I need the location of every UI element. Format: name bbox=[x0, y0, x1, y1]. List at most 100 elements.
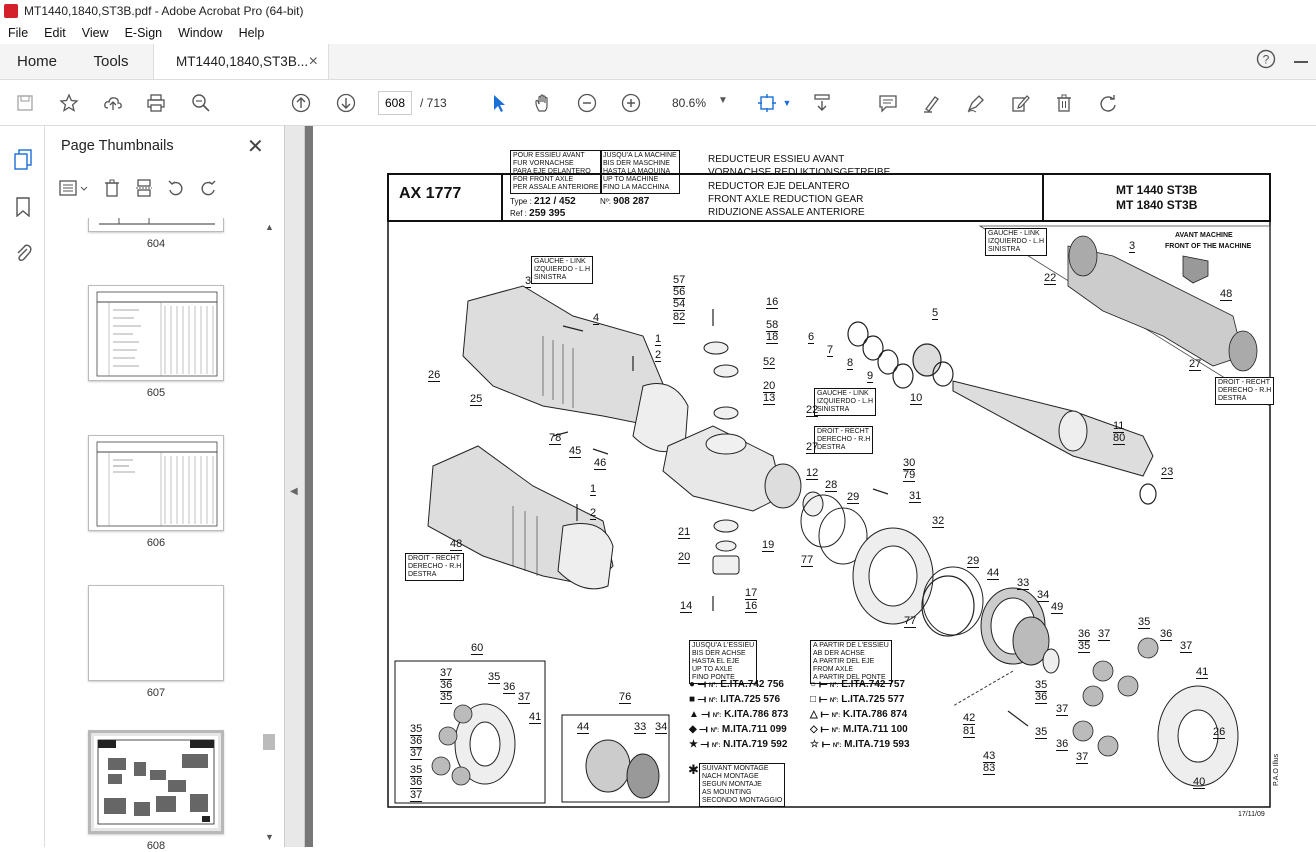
thumbnail-607[interactable]: 607 bbox=[88, 585, 224, 699]
part-callout-21: 21 bbox=[678, 526, 691, 539]
print-icon[interactable] bbox=[145, 92, 167, 114]
thumbnail-options-icon[interactable] bbox=[59, 179, 89, 202]
label-line: DROIT - RECHT bbox=[1218, 379, 1270, 386]
part-callout-29: 29 bbox=[847, 491, 860, 504]
mounting-line: NACH MONTAGE bbox=[702, 773, 759, 780]
left-side-label: GAUCHE - LINK IZQUIERDO - L.H SINISTRA bbox=[814, 388, 877, 416]
zoom-in-icon[interactable] bbox=[620, 92, 642, 114]
page-thumbnails-icon[interactable] bbox=[12, 148, 34, 170]
collapse-arrow-icon[interactable]: ◀ bbox=[290, 486, 298, 497]
label-line: GAUCHE - LINK bbox=[534, 258, 586, 265]
highlight-pen-icon[interactable] bbox=[921, 92, 943, 114]
close-icon[interactable]: × bbox=[308, 52, 318, 70]
document-viewer[interactable]: AX 1777 POUR ESSIEU AVANT FUR VORNACHSE … bbox=[305, 126, 1316, 847]
close-panel-icon[interactable]: ✕ bbox=[247, 136, 264, 158]
fit-page-icon[interactable] bbox=[756, 92, 778, 114]
scroll-up-icon[interactable]: ▲ bbox=[265, 222, 274, 232]
previous-page-icon[interactable] bbox=[290, 92, 312, 114]
scroll-down-icon[interactable]: ▼ bbox=[265, 832, 274, 842]
zoom-level[interactable]: 80.6% bbox=[672, 96, 707, 110]
serial-value: L.ITA.725 577 bbox=[841, 694, 905, 705]
tab-home[interactable]: Home bbox=[16, 53, 57, 70]
mounting-line: SECONDO MONTAGGIO bbox=[702, 797, 783, 804]
part-title: REDUCTEUR ESSIEU AVANT VORNACHSE REDUKTI… bbox=[708, 153, 890, 219]
until-machine-line: BIS DER MASCHINE bbox=[603, 160, 670, 167]
serial-value: I.ITA.725 576 bbox=[720, 694, 781, 705]
zoom-out-icon[interactable] bbox=[576, 92, 598, 114]
sign-pen-icon[interactable] bbox=[965, 92, 987, 114]
hand-tool-icon[interactable] bbox=[532, 92, 554, 114]
scroll-mode-icon[interactable] bbox=[811, 92, 833, 114]
rotate-clockwise-icon[interactable] bbox=[199, 179, 217, 202]
thumbnail-label: 608 bbox=[146, 840, 166, 852]
menu-window[interactable]: Window bbox=[178, 26, 223, 40]
zoom-search-icon[interactable] bbox=[190, 92, 212, 114]
part-title-line: REDUCTOR EJE DELANTERO bbox=[708, 180, 850, 192]
star-icon[interactable] bbox=[58, 92, 80, 114]
mounting-note-box: SUIVANT MONTAGE NACH MONTAGE SEGUN MONTA… bbox=[699, 763, 786, 807]
serial-value: E.ITA.742 756 bbox=[720, 679, 784, 690]
thumbnail-606[interactable]: 606 bbox=[88, 435, 224, 549]
comment-icon[interactable] bbox=[877, 92, 899, 114]
delete-page-icon[interactable] bbox=[103, 178, 121, 203]
serial-value: M.ITA.711 100 bbox=[842, 724, 908, 735]
label-line: SINISTRA bbox=[988, 246, 1021, 253]
part-callout-77: 77 bbox=[904, 615, 917, 628]
attachment-icon[interactable] bbox=[12, 241, 34, 263]
part-callout-81: 81 bbox=[963, 725, 976, 738]
from-axle-line: A PARTIR DEL EJE bbox=[813, 658, 875, 665]
part-callout-36: 36 bbox=[410, 776, 423, 789]
part-callout-22: 22 bbox=[806, 404, 819, 417]
tab-tools[interactable]: Tools bbox=[93, 53, 129, 70]
panel-collapse-strip[interactable]: ◀ bbox=[285, 126, 305, 847]
part-title-line: RIDUZIONE ASSALE ANTERIORE bbox=[708, 207, 865, 219]
select-cursor-icon[interactable] bbox=[488, 92, 510, 114]
part-callout-37: 37 bbox=[410, 789, 423, 802]
redo-icon[interactable] bbox=[1097, 92, 1119, 114]
document-code: AX 1777 bbox=[399, 185, 462, 202]
edit-pdf-icon[interactable] bbox=[1009, 92, 1031, 114]
delete-icon[interactable] bbox=[1053, 92, 1075, 114]
until-machine-line: JUSQU'A LA MACHINE bbox=[603, 152, 677, 159]
label-line: SINISTRA bbox=[817, 406, 850, 413]
label-line: IZQUIERDO - L.H bbox=[817, 398, 874, 405]
minimize-icon[interactable] bbox=[1294, 60, 1308, 63]
part-callout-7: 7 bbox=[827, 344, 834, 357]
page-number-input[interactable]: 608 bbox=[378, 91, 412, 115]
part-callout-36: 36 bbox=[1078, 628, 1091, 641]
type-row: Type : 212 / 452 bbox=[510, 196, 576, 207]
upload-cloud-icon[interactable] bbox=[102, 92, 124, 114]
menu-edit[interactable]: Edit bbox=[44, 26, 66, 40]
toolbar: 608 / 713 80.6% ▼ ▼ bbox=[0, 80, 1316, 126]
next-page-icon[interactable] bbox=[335, 92, 357, 114]
menu-view[interactable]: View bbox=[81, 26, 109, 40]
help-icon[interactable]: ? bbox=[1256, 49, 1276, 74]
thumbnail-604[interactable]: 604 bbox=[88, 218, 224, 250]
until-machine-box: JUSQU'A LA MACHINE BIS DER MASCHINE HAST… bbox=[600, 150, 680, 194]
save-icon[interactable] bbox=[14, 92, 36, 114]
menu-file[interactable]: File bbox=[8, 26, 29, 40]
menu-esign[interactable]: E-Sign bbox=[124, 26, 163, 40]
menu-help[interactable]: Help bbox=[238, 26, 265, 40]
applies-to-line: FOR FRONT AXLE bbox=[513, 176, 574, 183]
part-callout-35: 35 bbox=[1035, 726, 1048, 739]
extract-pages-icon[interactable] bbox=[135, 178, 153, 203]
scrollbar-thumb[interactable] bbox=[263, 734, 275, 750]
thumbnail-608-selected[interactable]: 608 bbox=[88, 730, 224, 852]
applies-to-box: POUR ESSIEU AVANT FUR VORNACHSE PARA EJE… bbox=[510, 150, 602, 194]
sidebar-rail bbox=[0, 126, 45, 847]
part-callout-13: 13 bbox=[763, 392, 776, 405]
thumbnail-605[interactable]: 605 bbox=[88, 285, 224, 399]
rotate-counterclockwise-icon[interactable] bbox=[167, 179, 185, 202]
thumbnails-scrollbar[interactable]: ▲ ▼ bbox=[263, 218, 275, 846]
label-line: GAUCHE - LINK bbox=[817, 390, 869, 397]
part-callout-48: 48 bbox=[450, 538, 463, 551]
part-callout-22: 22 bbox=[1044, 272, 1057, 285]
fit-chevron-down-icon[interactable]: ▼ bbox=[782, 98, 792, 108]
bookmark-icon[interactable] bbox=[12, 196, 34, 218]
tab-document[interactable]: MT1440,1840,ST3B... × bbox=[153, 44, 329, 79]
from-axle-line: AB DER ACHSE bbox=[813, 650, 865, 657]
chevron-down-icon[interactable]: ▼ bbox=[718, 95, 728, 106]
from-axle-line: A PARTIR DE L'ESSIEU bbox=[813, 642, 889, 649]
left-side-label: GAUCHE - LINK IZQUIERDO - L.H SINISTRA bbox=[531, 256, 594, 284]
